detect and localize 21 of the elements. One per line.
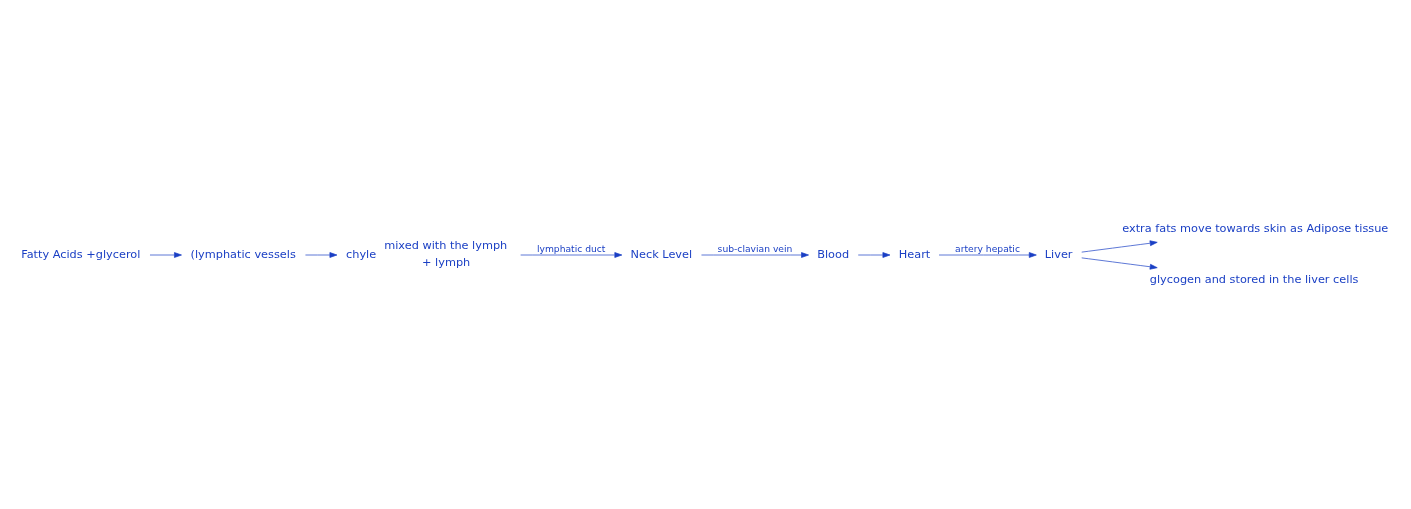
node-label: chyle [346,247,377,261]
edge-label: sub-clavian vein [717,242,793,254]
node-text: glycogen and stored in the liver cells [1149,272,1359,286]
arrow [938,251,1037,258]
node-text: Fatty Acids +glycerol [21,247,141,261]
node-text: (lymphatic vessels [190,247,296,261]
arrow [520,251,623,258]
arrow [149,251,182,258]
edge-label: artery hepatic [955,242,1020,254]
node-text: Neck Level [630,247,693,261]
node-text: Blood [817,247,850,261]
arrow [305,251,338,258]
node-text: Liver [1044,247,1073,261]
node-text: mixed with the lymph + lymph [384,238,508,269]
arrow [857,251,891,258]
arrow [1081,239,1158,252]
arrow [701,251,809,258]
edge-label: lymphatic duct [536,242,606,254]
node-text: extra fats move towards skin as Adipose tissue [1122,221,1389,235]
arrow [1081,257,1158,270]
node-text: Heart [898,247,931,261]
